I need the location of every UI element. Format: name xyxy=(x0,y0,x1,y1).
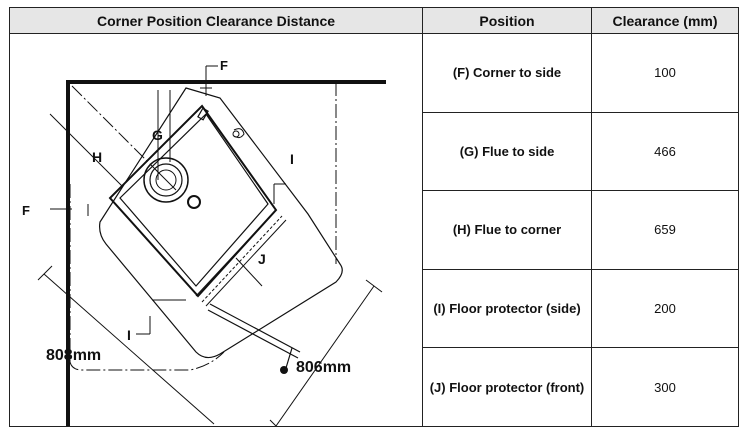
label-f-left: F xyxy=(22,203,30,218)
diagram-cell: F F G H I I J 808mm 806mm xyxy=(9,33,423,427)
clearance-table: Corner Position Clearance Distance Posit… xyxy=(9,7,739,427)
label-g: G xyxy=(152,127,163,143)
label-h: H xyxy=(92,149,102,165)
table-row: (J) Floor protector (front) 300 xyxy=(10,347,739,427)
header-clearance: Clearance (mm) xyxy=(591,7,739,34)
label-f-top: F xyxy=(220,58,228,73)
dimension-lines xyxy=(37,65,383,426)
flue-outlet xyxy=(143,157,201,209)
stove-body xyxy=(108,104,287,307)
table-header-row: Corner Position Clearance Distance Posit… xyxy=(9,7,739,34)
clearance-h: 659 xyxy=(591,190,739,270)
stove-handle xyxy=(207,303,301,374)
table-row: (H) Flue to corner 659 xyxy=(10,190,739,270)
clearance-f: 100 xyxy=(591,33,739,113)
clearance-i: 200 xyxy=(591,268,739,349)
label-806mm: 806mm xyxy=(296,359,351,376)
table-row: F F G H I I J 808mm 806mm (F) Corner to … xyxy=(9,33,739,427)
top-fittings xyxy=(197,107,245,139)
position-g: (G) Flue to side xyxy=(422,111,592,192)
label-i-left: I xyxy=(127,327,131,343)
header-diagram: Corner Position Clearance Distance xyxy=(9,7,423,34)
table-row: (G) Flue to side 466 xyxy=(10,111,739,192)
corner-walls xyxy=(66,80,386,426)
corner-clearance-diagram: F F G H I I J 808mm 806mm xyxy=(22,58,386,426)
position-j: (J) Floor protector (front) xyxy=(422,347,592,427)
label-i-right: I xyxy=(290,151,294,167)
clearance-j: 300 xyxy=(591,347,739,427)
floor-protector-outline xyxy=(69,82,343,371)
label-808mm: 808mm xyxy=(46,347,101,364)
header-position: Position xyxy=(422,7,592,34)
label-j: J xyxy=(258,251,266,267)
position-i: (I) Floor protector (side) xyxy=(422,268,592,349)
clearance-g: 466 xyxy=(591,111,739,192)
table-row: (I) Floor protector (side) 200 xyxy=(10,268,739,349)
position-h: (H) Flue to corner xyxy=(422,190,592,270)
position-f: (F) Corner to side xyxy=(422,33,592,113)
